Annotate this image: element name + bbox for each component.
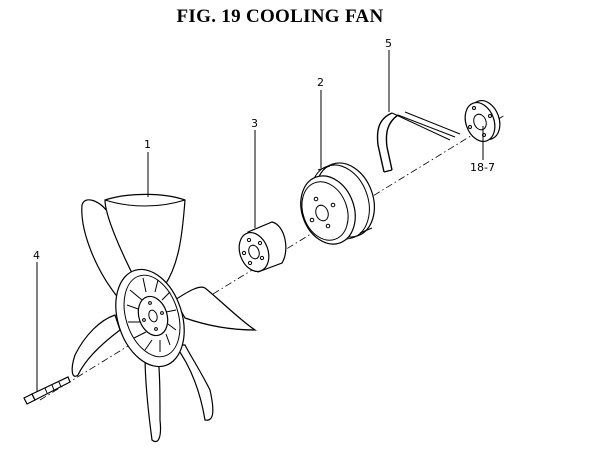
v-belt: [376, 111, 461, 173]
callout-2: 2: [317, 76, 324, 89]
fan-spacer: [238, 221, 287, 273]
callout-1: 1: [144, 138, 151, 151]
center-axis: [39, 114, 506, 401]
figure-title: FIG. 19 COOLING FAN: [176, 6, 384, 27]
callout-5: 5: [385, 37, 392, 50]
callout-4: 4: [33, 249, 40, 262]
callout-18-7: 18-7: [470, 161, 495, 174]
fan-bolt: [23, 376, 71, 405]
callout-3: 3: [251, 117, 258, 130]
cooling-fan: [71, 193, 257, 443]
pulley: [300, 162, 375, 245]
